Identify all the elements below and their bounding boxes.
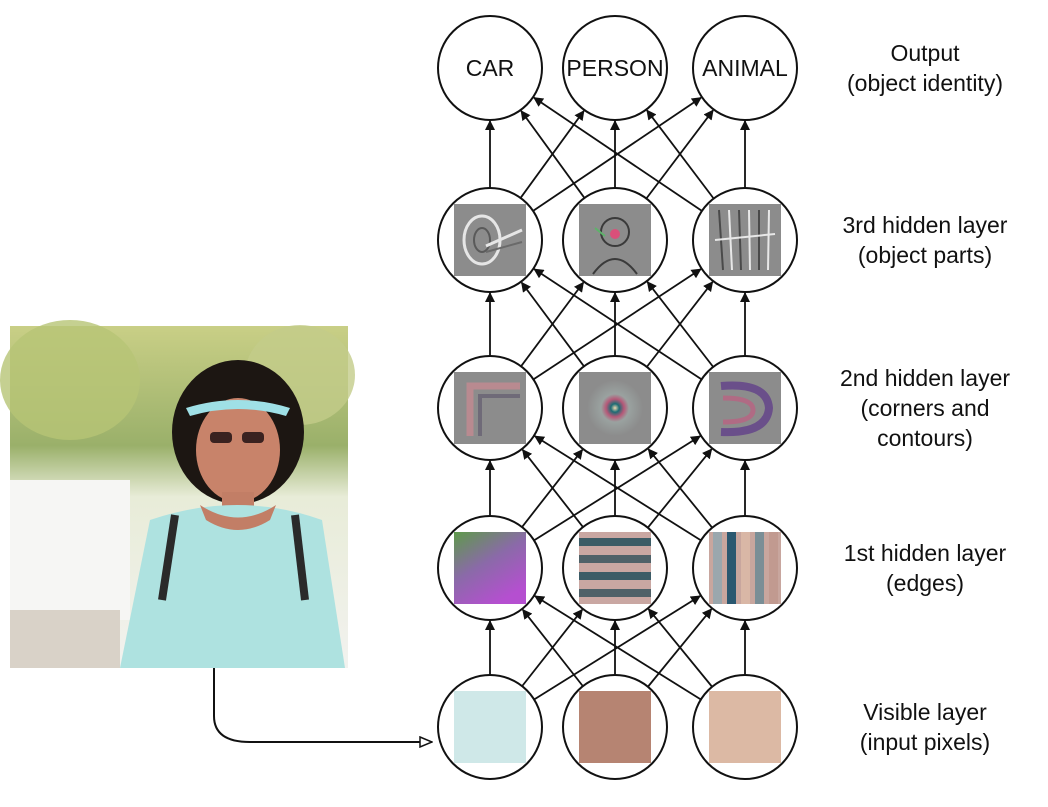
feature-stripes bbox=[709, 204, 781, 276]
hidden1-label: 1st hidden layer bbox=[844, 540, 1007, 566]
visible-label: (input pixels) bbox=[860, 729, 990, 755]
hidden3-node bbox=[692, 187, 798, 293]
connections bbox=[485, 96, 750, 701]
output-node: PERSON bbox=[562, 15, 668, 121]
connection-arrow bbox=[646, 109, 715, 200]
node-label: ANIMAL bbox=[702, 55, 788, 81]
hidden3-node bbox=[437, 187, 543, 293]
hidden2-node bbox=[692, 355, 798, 461]
hidden2-node bbox=[437, 355, 543, 461]
connection-arrow bbox=[533, 96, 703, 212]
node-label: CAR bbox=[466, 55, 515, 81]
input-connector bbox=[213, 668, 432, 742]
hidden1-node bbox=[437, 515, 543, 621]
network-nodes: CAR PERSON ANIMAL bbox=[437, 15, 798, 780]
connection-arrow bbox=[534, 435, 702, 542]
layer-labels: Output (object identity) 3rd hidden layer (… bbox=[840, 40, 1010, 755]
visible-node bbox=[562, 674, 668, 780]
feature-face bbox=[579, 204, 651, 276]
connection-arrow bbox=[533, 268, 703, 381]
feature-contour bbox=[709, 372, 781, 444]
hidden3-node bbox=[562, 187, 668, 293]
output-node: CAR bbox=[437, 15, 543, 121]
feature-hbars bbox=[579, 532, 651, 604]
connection-arrow bbox=[521, 448, 584, 528]
feature-gradient bbox=[454, 532, 526, 604]
visible-node bbox=[437, 674, 543, 780]
pixel-swatch bbox=[709, 691, 781, 763]
feature-corner bbox=[454, 372, 526, 444]
hidden1-label: (edges) bbox=[886, 570, 964, 596]
connection-arrow bbox=[522, 608, 584, 687]
hidden2-label: (corners and bbox=[860, 395, 989, 421]
output-node: ANIMAL bbox=[692, 15, 798, 121]
node-label: PERSON bbox=[566, 55, 663, 81]
pixel-swatch bbox=[579, 691, 651, 763]
hidden2-label: 2nd hidden layer bbox=[840, 365, 1010, 391]
feature-ring bbox=[579, 372, 651, 444]
pixel-swatch bbox=[454, 691, 526, 763]
hidden2-node bbox=[562, 355, 668, 461]
hidden1-node bbox=[692, 515, 798, 621]
connection-arrow bbox=[647, 608, 713, 688]
input-photo bbox=[0, 320, 355, 668]
output-label: (object identity) bbox=[847, 70, 1003, 96]
output-label: Output bbox=[890, 40, 960, 66]
feature-wheel bbox=[454, 204, 526, 276]
hidden1-node bbox=[562, 515, 668, 621]
visible-label: Visible layer bbox=[863, 699, 987, 725]
feature-vbars bbox=[709, 532, 781, 604]
hidden3-label: (object parts) bbox=[858, 242, 992, 268]
hidden3-label: 3rd hidden layer bbox=[843, 212, 1008, 238]
visible-node bbox=[692, 674, 798, 780]
connection-arrow bbox=[647, 448, 713, 529]
connection-arrow bbox=[520, 110, 586, 199]
hidden2-label: contours) bbox=[877, 425, 973, 451]
connection-arrow bbox=[520, 281, 585, 367]
connection-arrow bbox=[534, 595, 702, 701]
connection-arrow bbox=[646, 281, 714, 368]
